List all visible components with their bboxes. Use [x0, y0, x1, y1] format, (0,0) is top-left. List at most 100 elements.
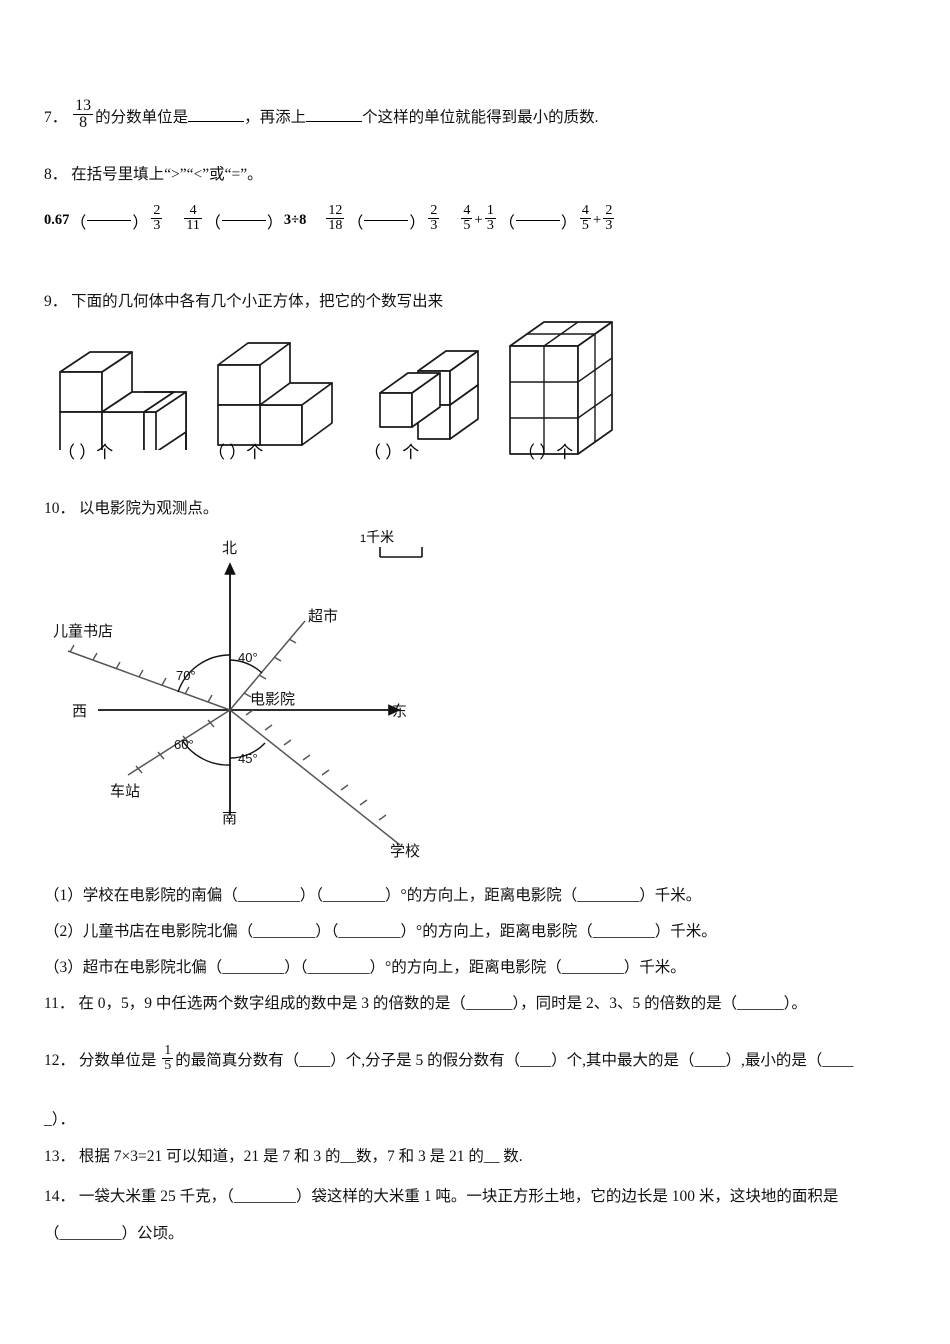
question-11-number: 11． [44, 995, 75, 1012]
fraction-denominator: 5 [463, 218, 471, 234]
angle-label-station: 60° [174, 737, 194, 752]
cube-figure-1-caption[interactable]: （ ）个 [58, 443, 114, 462]
compare-3-left-fraction: 12 18 [326, 203, 345, 234]
cube-figure-2-caption[interactable]: （ ）个 [208, 443, 264, 462]
question-12-number: 12． [44, 1051, 76, 1069]
direction-diagram-svg [67, 547, 423, 846]
paren-open: （ [347, 214, 364, 232]
compare-4-right-fraction-a: 4 5 [579, 203, 591, 234]
question-11: 11． 在 0，5，9 中任选两个数字组成的数中是 3 的倍数的是（______… [44, 992, 807, 1015]
scale-bar-label: 1千米 [360, 527, 394, 547]
cube-figure-4-caption[interactable]: （ ）个 [518, 443, 574, 462]
fraction-denominator: 3 [605, 218, 613, 234]
question-7: 7． 13 8 的分数单位是，再添上个这样的单位就能得到最小的质数. [44, 97, 599, 134]
question-13: 13． 根据 7×3=21 可以知道，21 是 7 和 3 的__数，7 和 3… [44, 1145, 523, 1168]
paren-open: （ [70, 214, 87, 232]
compare-3-right-fraction: 2 3 [428, 203, 440, 234]
fraction-13-8: 13 8 [73, 97, 94, 132]
fraction-numerator: 12 [326, 203, 345, 220]
fraction-denominator: 8 [79, 114, 88, 132]
cube-figure-1-svg [59, 351, 187, 453]
label-cinema: 电影院 [250, 691, 296, 708]
label-west: 西 [72, 703, 88, 720]
label-bookstore: 儿童书店 [53, 623, 114, 640]
compare-2-left-fraction: 4 11 [184, 203, 202, 234]
question-10-number: 10． [44, 500, 76, 517]
question-12: 12． 分数单位是 1 5 的最简真分数有（____）个,分子是 5 的假分数有… [44, 1043, 854, 1076]
fraction-denominator: 5 [581, 218, 589, 234]
paren-open: （ [498, 214, 515, 232]
label-north: 北 [222, 540, 238, 557]
fraction-numerator: 2 [151, 203, 163, 220]
answer-blank[interactable] [188, 121, 245, 123]
question-9-prompt: 下面的几何体中各有几个小正方体，把它的个数写出来 [71, 293, 444, 310]
compare-1-blank[interactable] [87, 220, 132, 222]
question-10-sub-1[interactable]: （1）学校在电影院的南偏（________）（________）°的方向上，距离… [44, 887, 702, 904]
fraction-numerator: 1 [484, 203, 496, 220]
question-14: 14． 一袋大米重 25 千克，（________）袋这样的大米重 1 吨。一块… [44, 1185, 838, 1208]
question-12-text-b[interactable]: 的最简真分数有（____）个,分子是 5 的假分数有（____）个,其中最大的是… [175, 1051, 854, 1069]
question-10-sub-2[interactable]: （2）儿童书店在电影院北偏（________）（________）°的方向上，距… [44, 923, 717, 940]
angle-arc-station [181, 739, 231, 766]
compare-3-blank[interactable] [364, 220, 409, 222]
question-14-text-line2[interactable]: （________）公顷。 [44, 1225, 184, 1242]
question-12-continuation: _）． [44, 1111, 76, 1128]
paren-close: ） [132, 214, 149, 232]
fraction-numerator: 4 [579, 203, 591, 220]
compare-1-right-fraction: 2 3 [151, 203, 163, 234]
cube-figure-3 [360, 345, 490, 458]
cube-figure-2-svg [217, 342, 333, 446]
direction-diagram: 北 南 东 西 超市 儿童书店 车站 学校 电影院 40° 70° 60° 45… [50, 525, 470, 870]
compare-2-blank[interactable] [221, 220, 266, 222]
label-east: 东 [392, 703, 408, 720]
cube-figure-3-caption[interactable]: （ ）个 [364, 443, 420, 462]
compare-1-left: 0.67 [44, 212, 70, 229]
cube-figure-1 [52, 340, 202, 455]
fraction-denominator: 18 [328, 218, 343, 234]
ray-supermarket [229, 620, 306, 711]
paren-close: ） [266, 214, 283, 232]
compare-4-blank[interactable] [515, 220, 560, 222]
angle-label-school: 45° [238, 751, 258, 766]
paren-open: （ [204, 214, 221, 232]
question-14-number: 14． [44, 1188, 76, 1205]
question-9-number: 9． [44, 293, 68, 310]
scale-bar [379, 547, 423, 558]
fraction-numerator: 4 [461, 203, 473, 220]
fraction-numerator: 2 [603, 203, 615, 220]
fraction-numerator: 1 [162, 1043, 174, 1060]
ray-bookstore [67, 644, 231, 711]
compare-4-right-fraction-b: 2 3 [603, 203, 615, 234]
fraction-denominator: 5 [164, 1058, 172, 1074]
ray-station [127, 709, 231, 776]
question-8: 8． 在括号里填上“>”“<”或“=”。 [44, 163, 263, 186]
answer-blank[interactable] [306, 121, 363, 123]
question-11-text[interactable]: 在 0，5，9 中任选两个数字组成的数中是 3 的倍数的是（______），同时… [78, 995, 807, 1012]
plus-sign: + [592, 212, 602, 229]
cube-figure-4-svg [509, 321, 613, 455]
paren-close: ） [409, 214, 426, 232]
question-10: 10． 以电影院为观测点。 [44, 497, 218, 520]
paren-close: ） [560, 214, 577, 232]
question-9: 9． 下面的几何体中各有几个小正方体，把它的个数写出来 [44, 290, 443, 313]
cube-figure-3-svg [379, 350, 479, 440]
question-13-text[interactable]: 根据 7×3=21 可以知道，21 是 7 和 3 的__数，7 和 3 是 2… [78, 1148, 523, 1165]
fraction-denominator: 11 [186, 218, 200, 234]
scale-bar-number: 1 [360, 533, 367, 545]
label-school: 学校 [390, 843, 421, 860]
fraction-numerator: 4 [184, 203, 202, 220]
question-8-comparison-row: 0.67 （） 2 3 4 11 （） 3÷8 12 18 （） 2 3 4 5 [44, 203, 616, 236]
compare-4-left-fraction-b: 1 3 [484, 203, 496, 234]
fraction-denominator: 3 [430, 218, 438, 234]
angle-label-supermarket: 40° [238, 650, 258, 665]
question-13-number: 13． [44, 1148, 76, 1165]
question-10-sub-3[interactable]: （3）超市在电影院北偏（________）（________）°的方向上，距离电… [44, 959, 686, 976]
question-8-number: 8． [44, 166, 68, 183]
label-south: 南 [222, 810, 238, 827]
fraction-1-5: 1 5 [162, 1043, 174, 1074]
question-14-text-line1[interactable]: 一袋大米重 25 千克，（________）袋这样的大米重 1 吨。一块正方形土… [78, 1188, 839, 1205]
question-7-text-a: 的分数单位是 [95, 109, 189, 127]
ray-school [229, 709, 401, 846]
question-7-text-b: ，再添上 [244, 109, 307, 127]
